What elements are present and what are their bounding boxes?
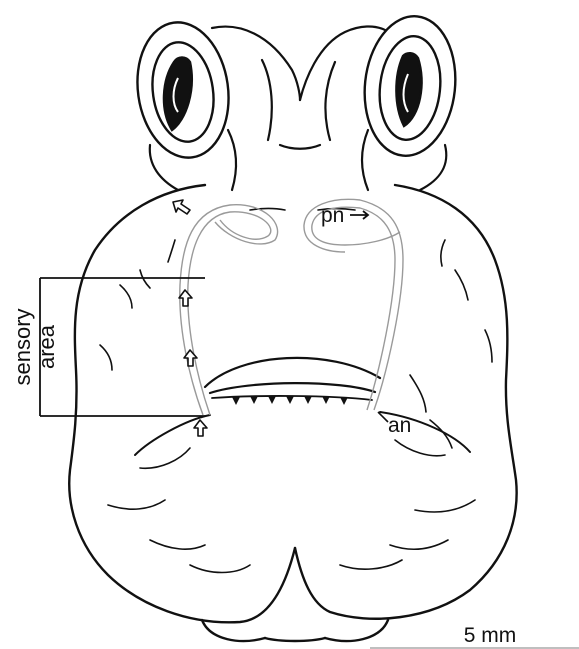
up-arrow-icon — [194, 420, 207, 436]
right-eye — [358, 12, 462, 161]
sensory-area-label: sensory area — [10, 308, 59, 385]
skin-texture — [100, 209, 492, 573]
scale-bar-label: 5 mm — [464, 624, 517, 647]
svg-text:sensory: sensory — [10, 308, 35, 385]
right-arrow-icon — [350, 211, 368, 219]
pn-label: pn — [321, 204, 344, 227]
an-label: an — [388, 414, 411, 437]
labels: pn an sensory area 5 mm — [10, 204, 579, 648]
mouth — [135, 358, 470, 468]
svg-text:area: area — [34, 324, 59, 369]
left-eye — [129, 16, 237, 163]
head-outline — [69, 185, 516, 641]
up-left-arrow-icon — [173, 200, 190, 214]
up-arrow-icon — [179, 290, 192, 306]
